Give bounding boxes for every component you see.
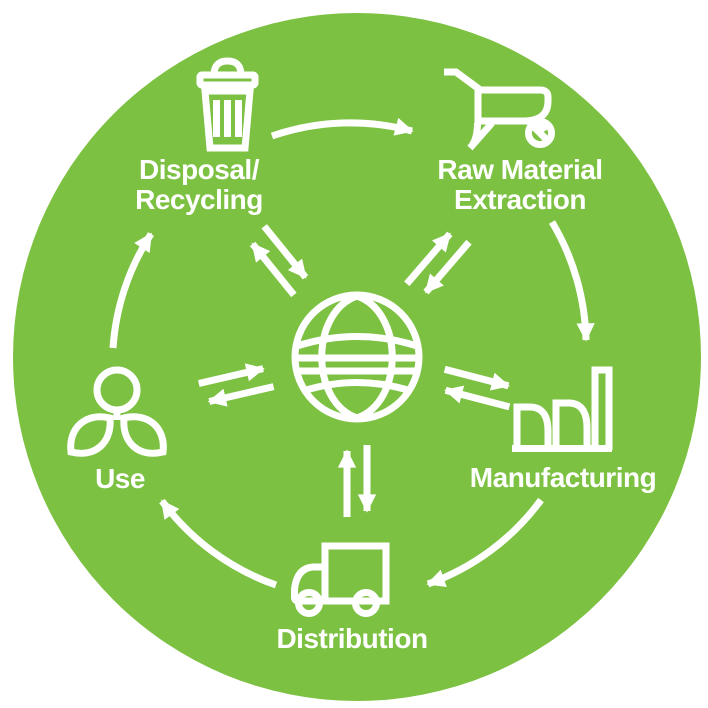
arrow-manufacturing-to-distribution — [426, 497, 544, 588]
stage-raw-material-extraction: Raw Material Extraction — [437, 68, 603, 215]
spoke-distribution — [337, 445, 377, 517]
spoke-manufacturing — [443, 365, 511, 411]
trash-icon — [196, 57, 259, 152]
stage-label-raw-line2: Extraction — [454, 184, 586, 215]
stage-label-use: Use — [95, 463, 145, 494]
stage-distribution: Distribution — [276, 542, 428, 654]
spoke-raw-material — [404, 231, 472, 295]
stage-label-disposal-line1: Disposal/ — [139, 154, 260, 185]
stage-label-disposal-line2: Recycling — [135, 184, 263, 215]
arrow-distribution-to-use — [159, 498, 278, 589]
center-spoke-arrows — [198, 224, 511, 517]
globe-icon — [291, 291, 423, 423]
cycle-arrows — [109, 117, 595, 589]
spoke-use — [198, 363, 275, 407]
stage-label-raw-line1: Raw Material — [437, 154, 602, 185]
arrow-disposal-to-raw — [270, 117, 414, 140]
truck-icon — [291, 542, 390, 617]
stage-label-manufacturing: Manufacturing — [470, 462, 656, 493]
person-leaves-icon — [67, 366, 167, 457]
stage-label-distribution: Distribution — [276, 623, 427, 654]
stage-manufacturing: Manufacturing — [470, 366, 657, 493]
factory-icon — [512, 366, 613, 452]
wheelbarrow-icon — [444, 68, 555, 151]
stage-disposal-recycling: Disposal/ Recycling — [135, 57, 263, 215]
spoke-disposal — [249, 224, 309, 298]
arrow-use-to-disposal — [109, 232, 154, 349]
stage-use: Use — [67, 366, 167, 494]
arrow-raw-to-manufacturing — [548, 220, 595, 342]
